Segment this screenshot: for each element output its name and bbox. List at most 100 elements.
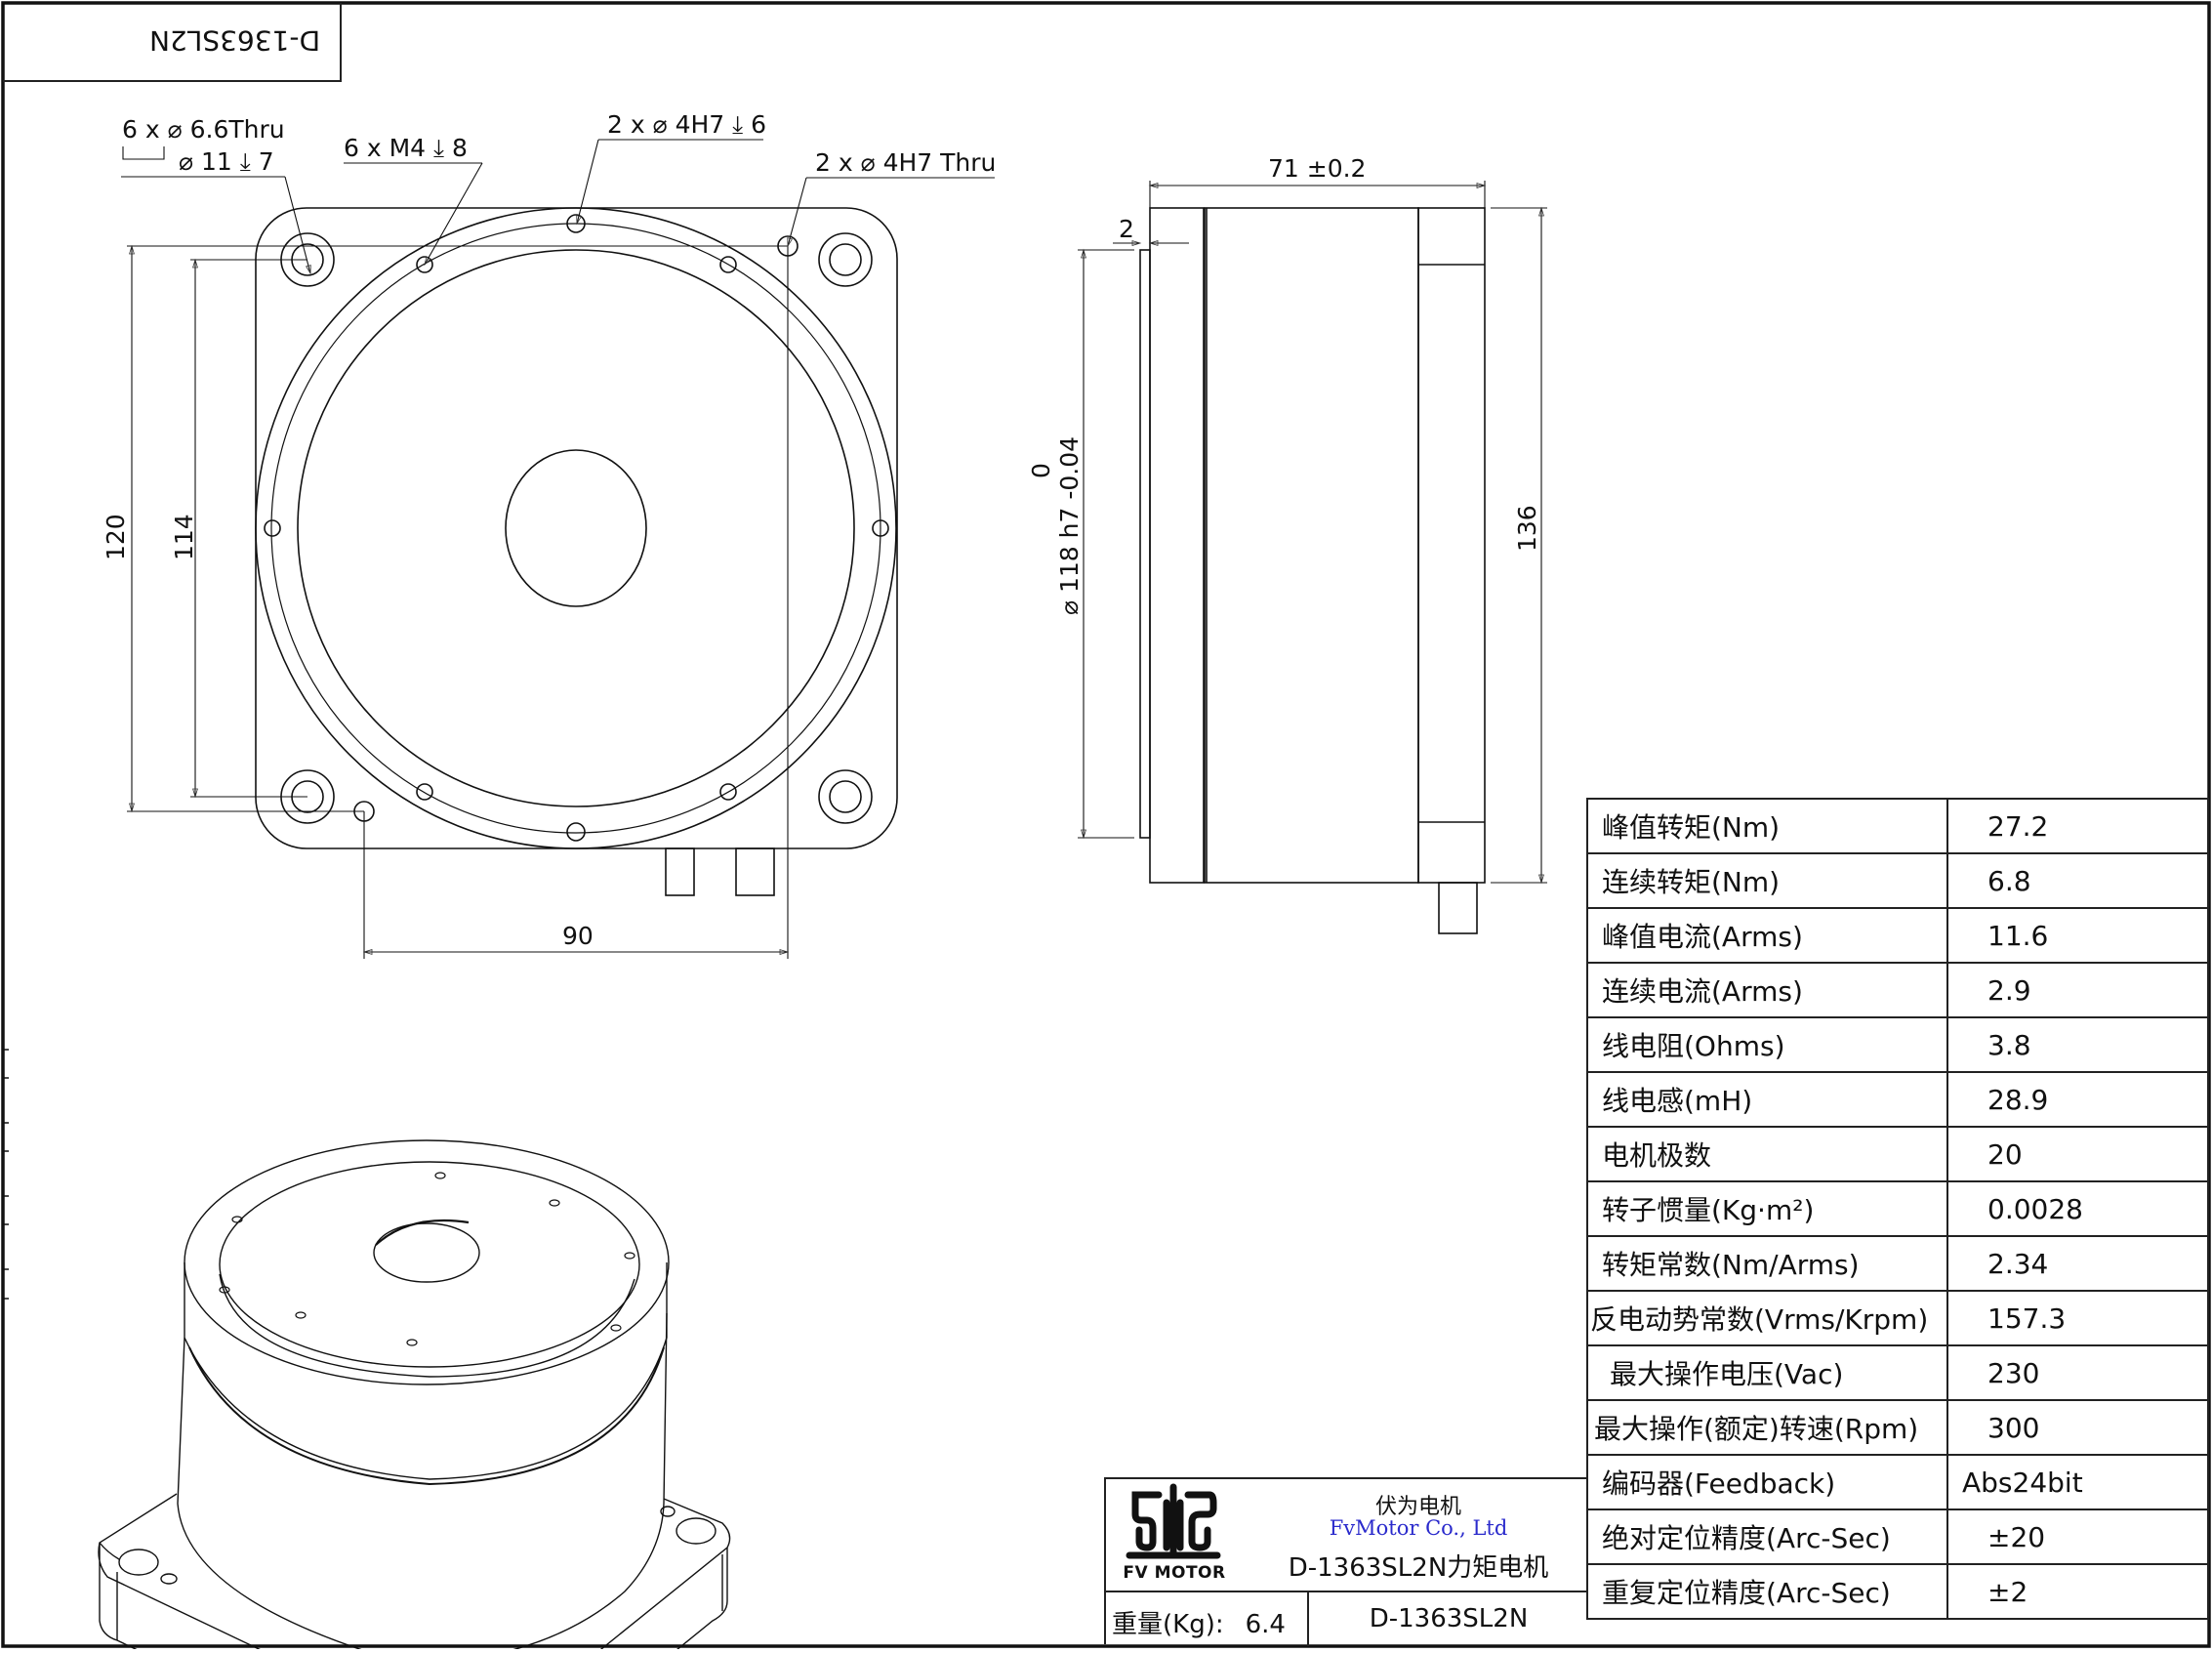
spec-label: 重复定位精度(Arc-Sec) (1586, 1563, 1948, 1620)
spec-value: 20 (1946, 1126, 2209, 1182)
dim-label-tol-upper: 0 (1027, 463, 1055, 478)
rotated-title-box: D-1363SL2N (3, 3, 342, 82)
table-row: 线电阻(Ohms)3.8 (1586, 1016, 2209, 1073)
spec-label: 线电阻(Ohms) (1586, 1016, 1948, 1073)
side-body (1204, 207, 1419, 884)
table-row: 最大操作(额定)转速(Rpm)300 (1586, 1399, 2209, 1456)
weight-label: 重量(Kg): (1112, 1610, 1224, 1639)
table-row: 转子惯量(Kg·m²)0.0028 (1586, 1180, 2209, 1237)
side-view (1078, 181, 1547, 934)
dim-label-118: ⌀ 118 h7 -0.04 (1055, 436, 1084, 615)
table-row: 峰值电流(Arms)11.6 (1586, 907, 2209, 964)
weight-value: 6.4 (1245, 1610, 1286, 1639)
callout-leaders (121, 139, 995, 275)
model-number: D-1363SL2N (1369, 1604, 1529, 1633)
dimension-114 (190, 258, 307, 799)
table-row: 反电动势常数(Vrms/Krpm)157.3 (1586, 1290, 2209, 1346)
connector-1 (665, 847, 695, 896)
spec-value: ±20 (1946, 1508, 2209, 1565)
iso-rotor-face (219, 1161, 640, 1368)
spec-value: 157.3 (1946, 1290, 2209, 1346)
table-row: 连续电流(Arms)2.9 (1586, 962, 2209, 1018)
spec-value: 0.0028 (1946, 1180, 2209, 1237)
rotated-model-label: D-1363SL2N (148, 24, 320, 57)
iso-base-plate (98, 1493, 269, 1653)
spec-label: 连续转矩(Nm) (1586, 852, 1948, 909)
spec-value: Abs24bit (1946, 1454, 2209, 1510)
spec-label: 编码器(Feedback) (1586, 1454, 1948, 1510)
title-block: FV MOTOR 伏为电机 FvMotor Co., Ltd D-1363SL2… (1104, 1477, 1586, 1646)
logo-text: FV MOTOR (1123, 1563, 1226, 1583)
table-row: 连续转矩(Nm)6.8 (1586, 852, 2209, 909)
spec-value: 2.34 (1946, 1235, 2209, 1292)
product-name: D-1363SL2N力矩电机 (1288, 1553, 1549, 1583)
spec-value: ±2 (1946, 1563, 2209, 1620)
table-row: 绝对定位精度(Arc-Sec)±20 (1586, 1508, 2209, 1565)
callout-dowel-blind: 2 x ⌀ 4H7 ⤓ 6 (607, 110, 766, 139)
dim-label-136: 136 (1513, 505, 1541, 552)
connector-2 (735, 847, 775, 896)
table-row: 峰值转矩(Nm)27.2 (1586, 798, 2209, 854)
callout-dowel-thru: 2 x ⌀ 4H7 Thru (815, 148, 996, 177)
weight-field: 重量(Kg): 6.4 (1112, 1604, 1286, 1640)
spec-value: 27.2 (1946, 798, 2209, 854)
company-name-cn: 伏为电机 (1374, 1495, 1461, 1519)
table-row: 转矩常数(Nm/Arms)2.34 (1586, 1235, 2209, 1292)
spec-label: 线电感(mH) (1586, 1071, 1948, 1128)
spec-label: 绝对定位精度(Arc-Sec) (1586, 1508, 1948, 1565)
dimension-71 (1148, 181, 1487, 208)
side-connector (1438, 882, 1478, 934)
title-block-divider (1307, 1592, 1309, 1646)
bolt-circle (270, 223, 881, 834)
iso-cylinder-body (177, 1312, 668, 1653)
side-rear-housing (1417, 207, 1486, 884)
spec-label: 反电动势常数(Vrms/Krpm) (1586, 1290, 1948, 1346)
spec-label: 连续电流(Arms) (1586, 962, 1948, 1018)
spec-value: 28.9 (1946, 1071, 2209, 1128)
front-view-labels: 6 x ⌀ 6.6Thru ⌀ 11 ⤓ 7 6 x M4 ⤓ 8 2 x ⌀ … (102, 110, 996, 950)
isometric-view (98, 1139, 731, 1653)
spec-label: 最大操作(额定)转速(Rpm) (1586, 1399, 1948, 1456)
mounting-plate (255, 207, 898, 849)
callout-tapped-holes: 6 x M4 ⤓ 8 (344, 134, 468, 162)
dim-label-2: 2 (1119, 215, 1134, 243)
dimension-90 (362, 246, 790, 959)
border-ticks (3, 1049, 9, 1300)
side-flange (1149, 207, 1205, 884)
side-view-labels: 71 ±0.2 2 0 ⌀ 118 h7 -0.04 136 (1027, 154, 1541, 615)
flange-outer-circle (255, 207, 897, 849)
center-hub (505, 449, 647, 607)
iso-flange-holes (219, 1172, 635, 1346)
table-row: 编码器(Feedback)Abs24bit (1586, 1454, 2209, 1510)
dimension-118 (1078, 248, 1134, 840)
table-row: 线电感(mH)28.9 (1586, 1071, 2209, 1128)
front-view (121, 139, 995, 959)
dim-label-71: 71 ±0.2 (1268, 154, 1366, 183)
fv-motor-logo-icon (1126, 1483, 1221, 1559)
bolt-circle-holes (264, 214, 889, 842)
spec-label: 电机极数 (1586, 1126, 1948, 1182)
dimension-136 (1491, 206, 1547, 885)
dim-label-120: 120 (102, 514, 130, 560)
dimension-120 (127, 244, 788, 813)
spec-value: 3.8 (1946, 1016, 2209, 1073)
corner-holes (280, 232, 873, 824)
spec-label: 最大操作电压(Vac) (1586, 1344, 1948, 1401)
rotor-face-circle (297, 249, 855, 807)
spec-value: 230 (1946, 1344, 2209, 1401)
spec-table: 峰值转矩(Nm)27.2 连续转矩(Nm)6.8 峰值电流(Arms)11.6 … (1586, 798, 2209, 1620)
spec-label: 峰值电流(Arms) (1586, 907, 1948, 964)
spec-label: 转子惯量(Kg·m²) (1586, 1180, 1948, 1237)
table-row: 重复定位精度(Arc-Sec)±2 (1586, 1563, 2209, 1620)
company-name-en: FvMotor Co., Ltd (1329, 1516, 1508, 1540)
callout-counterbore-1: 6 x ⌀ 6.6Thru (122, 115, 285, 144)
iso-center-hub (373, 1222, 480, 1283)
title-block-footer: 重量(Kg): 6.4 D-1363SL2N (1106, 1592, 1586, 1644)
iso-flange-top (184, 1139, 670, 1385)
spec-label: 转矩常数(Nm/Arms) (1586, 1235, 1948, 1292)
pilot-step (1139, 249, 1151, 839)
company-logo: FV MOTOR (1120, 1481, 1227, 1589)
callout-counterbore-2: ⌀ 11 ⤓ 7 (179, 147, 274, 176)
